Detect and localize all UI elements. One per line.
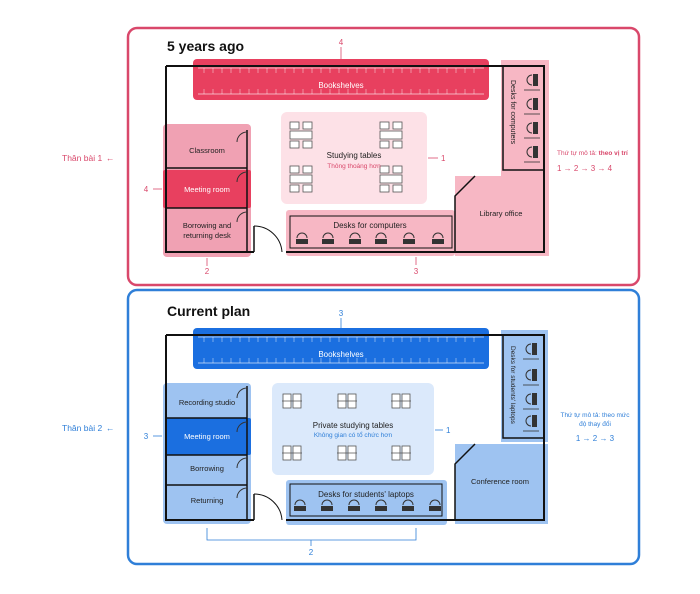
- desk-icon: [349, 239, 361, 244]
- marker-1: 1: [441, 154, 446, 163]
- desk-icon: [533, 122, 538, 134]
- borrowing-label-line2: returning desk: [183, 231, 231, 240]
- chair-icon: [432, 232, 444, 239]
- panel-2-title: Current plan: [167, 303, 250, 319]
- chair-icon: [525, 393, 532, 405]
- desks-zone: [286, 210, 455, 256]
- desk-icon: [533, 74, 538, 86]
- vertical-laptop-desks-zone: [501, 330, 548, 442]
- chair-icon: [296, 232, 308, 239]
- marker-2-2: 2: [309, 548, 314, 557]
- order-sequence-2: 1 → 2 → 3: [576, 434, 615, 443]
- chair-icon: [375, 499, 387, 506]
- desk-icon: [322, 239, 334, 244]
- chair-icon: [525, 369, 532, 381]
- panel-5-years-ago: 5 years ago: [62, 26, 641, 287]
- desks-label: Desks for computers: [333, 221, 406, 230]
- chair-icon: [526, 74, 533, 86]
- order-note: Thứ tự mô tả: theo vị trí: [557, 150, 628, 157]
- chair-icon: [349, 232, 361, 239]
- office-zone: [455, 176, 549, 256]
- order-sequence: 1 → 2 → 3 → 4: [557, 164, 613, 173]
- desk-icon: [375, 239, 387, 244]
- desk-icon: [296, 239, 308, 244]
- recording-studio-label: Recording studio: [179, 398, 235, 407]
- chair-icon: [294, 499, 306, 506]
- vertical-desks-label: Desks for computers: [509, 80, 516, 145]
- panel-2-frame: [126, 288, 641, 566]
- body-1-label: Thân bài 1: [62, 153, 102, 163]
- laptop-desks-label: Desks for students' laptops: [318, 490, 414, 499]
- desk-icon: [532, 415, 537, 427]
- marker-1-2: 1: [446, 426, 451, 435]
- marker-2: 2: [205, 267, 210, 276]
- meeting-room-label: Meeting room: [184, 185, 230, 194]
- desk-icon: [402, 506, 414, 511]
- desk-icon: [533, 146, 538, 158]
- desk-icon: [532, 343, 537, 355]
- chair-icon: [375, 232, 387, 239]
- conference-zone: [455, 444, 548, 524]
- studying-tables-label: Studying tables: [327, 151, 382, 160]
- panel-current-plan: Current plan: [62, 288, 641, 566]
- meeting-room-highlight-2: [165, 418, 251, 455]
- chair-icon: [525, 343, 532, 355]
- desk-icon: [348, 506, 360, 511]
- meeting-room-label-2: Meeting room: [184, 432, 230, 441]
- classroom-label: Classroom: [189, 146, 225, 155]
- marker-3-top: 3: [339, 309, 344, 318]
- vertical-desks-zone: [501, 60, 549, 178]
- desk-icon: [432, 239, 444, 244]
- meeting-room-highlight: [163, 170, 251, 208]
- desk-icon: [375, 506, 387, 511]
- marker-4-left: 4: [144, 185, 149, 194]
- vertical-laptop-desks-label: Desks for students' laptops: [509, 346, 516, 425]
- arrow-left-icon: ←: [106, 153, 115, 163]
- marker-3: 3: [414, 267, 419, 276]
- chair-icon: [525, 415, 532, 427]
- desk-icon: [532, 369, 537, 381]
- order-note-2-line2: độ thay đổi: [579, 420, 611, 428]
- desk-icon: [533, 98, 538, 110]
- desk-icon: [532, 393, 537, 405]
- desk-icon: [429, 506, 441, 511]
- chair-icon: [429, 499, 441, 506]
- arrow-left-icon-2: ←: [106, 423, 115, 433]
- chair-icon: [526, 98, 533, 110]
- body-2-label: Thân bài 2: [62, 423, 102, 433]
- marker-4-top: 4: [339, 38, 344, 47]
- marker-3-left: 3: [144, 432, 149, 441]
- chair-icon: [403, 232, 415, 239]
- bookshelves-label-2: Bookshelves: [318, 350, 363, 359]
- panel-1-title: 5 years ago: [167, 38, 244, 54]
- laptop-desks-zone: [286, 480, 447, 525]
- desk-icon: [403, 239, 415, 244]
- panel-1-frame: [126, 26, 641, 287]
- chair-icon: [321, 499, 333, 506]
- office-label: Library office: [480, 209, 523, 218]
- studying-tables-note: Thông thoáng hơn: [327, 163, 381, 170]
- chair-icon: [322, 232, 334, 239]
- chair-icon: [402, 499, 414, 506]
- returning-label: Returning: [191, 496, 224, 505]
- chair-icon: [526, 146, 533, 158]
- order-note-2-line1: Thứ tự mô tả: theo mức: [560, 412, 630, 419]
- private-tables-label: Private studying tables: [313, 421, 394, 430]
- borrowing-label: Borrowing: [190, 464, 224, 473]
- conference-room-label: Conference room: [471, 477, 529, 486]
- borrowing-label-line1: Borrowing and: [183, 221, 231, 230]
- chair-icon: [348, 499, 360, 506]
- desk-icon: [321, 506, 333, 511]
- desk-icon: [294, 506, 306, 511]
- private-tables-note: Không gian có tổ chức hơn: [314, 431, 393, 439]
- bookshelves-label: Bookshelves: [318, 81, 363, 90]
- chair-icon: [526, 122, 533, 134]
